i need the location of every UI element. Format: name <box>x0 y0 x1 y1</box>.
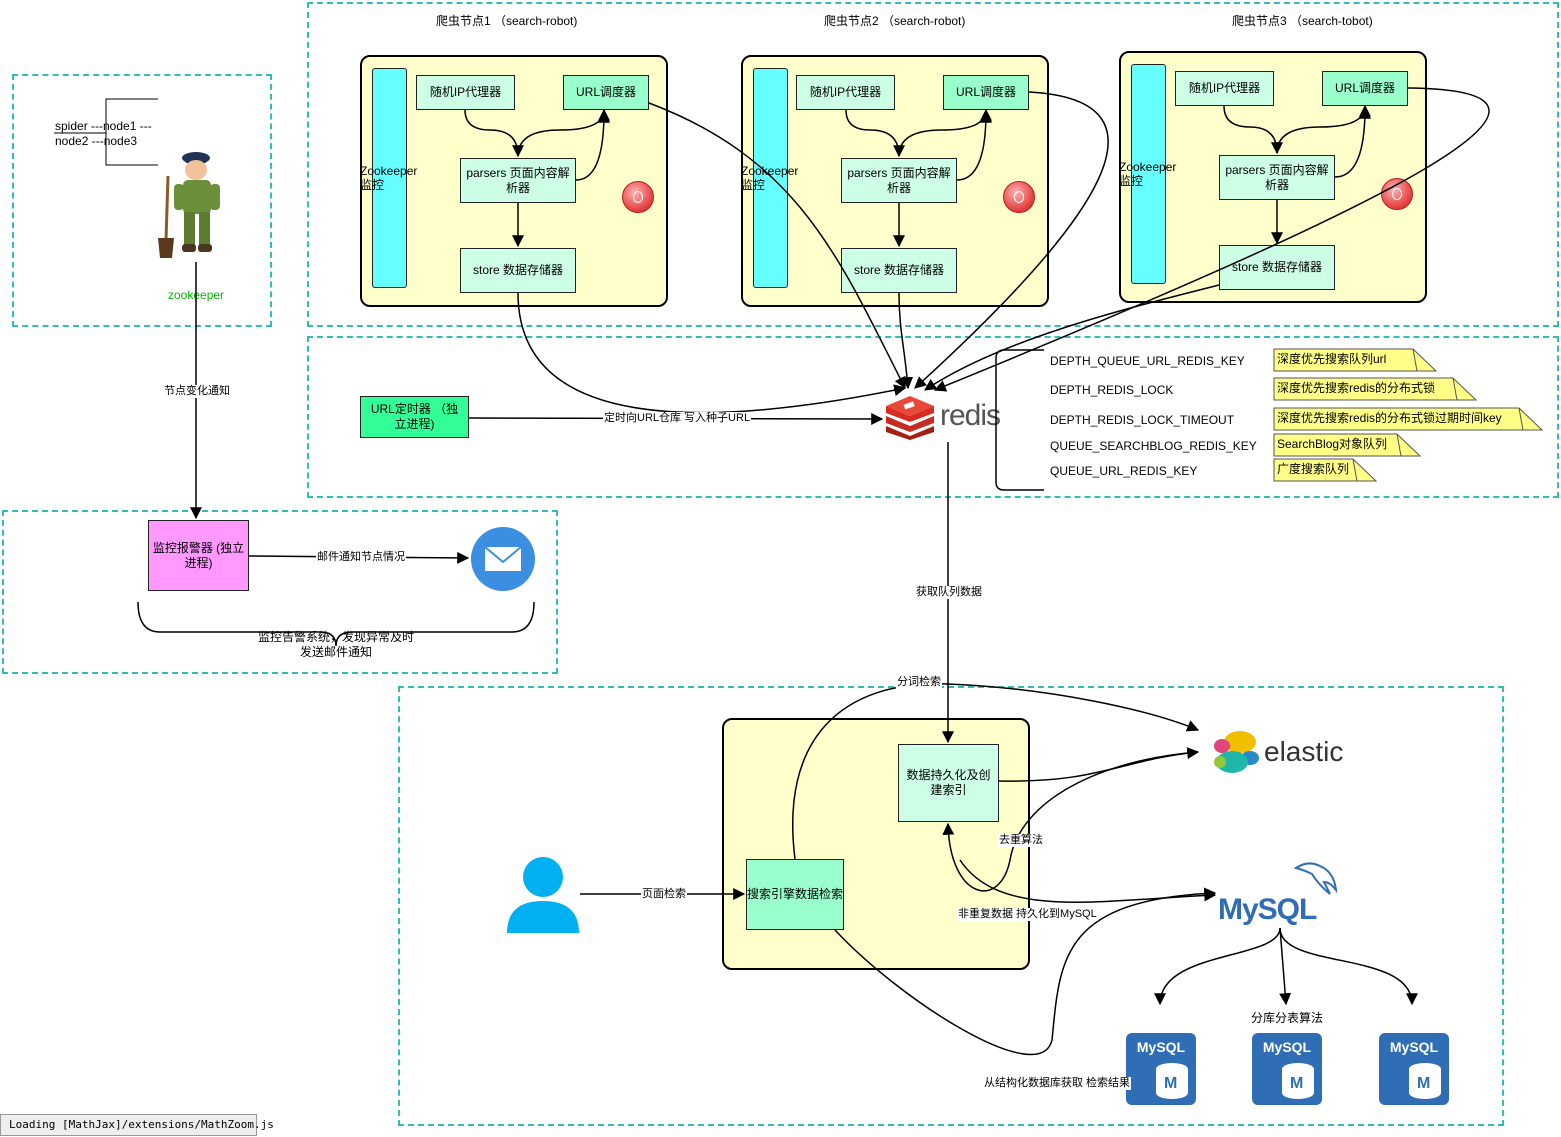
shard-label: 分库分表算法 <box>1250 1011 1325 1025</box>
persist-index-box[interactable]: 数据持久化及创建索引 <box>898 744 999 822</box>
mail-edge-label: 邮件通知节点情况 <box>316 551 406 564</box>
alarm-brace <box>137 601 535 647</box>
elastic-logo-text: elastic <box>1264 736 1344 767</box>
node1-zk-bar <box>372 68 407 288</box>
url-timer-box[interactable]: URL定时器 （独立进程) <box>360 396 469 438</box>
node1-title: 爬虫节点1 （search-robot) <box>436 14 578 28</box>
node3-store[interactable]: store 数据存储器 <box>1219 245 1335 290</box>
zookeeper-tree-bracket <box>54 98 158 166</box>
tokenize-edge-label: 分词检索 <box>896 676 942 689</box>
zookeeper-keeper-icon <box>158 152 220 258</box>
node1-spider-icon <box>622 181 654 213</box>
timer-edge-label: 定时向URL仓库 写入种子URL <box>603 412 752 425</box>
redis-key-name: QUEUE_SEARCHBLOG_REDIS_KEY <box>1050 439 1257 453</box>
node1-scheduler[interactable]: URL调度器 <box>563 75 649 110</box>
node2-store[interactable]: store 数据存储器 <box>841 248 957 293</box>
redis-key-description: 深度优先搜索队列url <box>1273 348 1437 372</box>
elastic-icon <box>1214 731 1259 773</box>
redis-key-name: DEPTH_QUEUE_URL_REDIS_KEY <box>1050 354 1245 368</box>
redis-key-name: QUEUE_URL_REDIS_KEY <box>1050 464 1198 478</box>
zookeeper-zone <box>12 74 272 327</box>
notify-edge-label: 节点变化通知 <box>163 385 231 398</box>
alarm-summary-line2: 发送邮件通知 <box>300 645 373 659</box>
node2-parser[interactable]: parsers 页面内容解析器 <box>841 158 957 203</box>
redis-key-description: 广度搜索队列 <box>1273 458 1377 482</box>
fetch-result-edge-label: 从结构化数据库获取 检索结果 <box>983 1077 1132 1090</box>
node1-zk-label: Zookeeper 监控 <box>360 164 418 192</box>
node3-proxy[interactable]: 随机IP代理器 <box>1175 71 1274 106</box>
node1-parser[interactable]: parsers 页面内容解析器 <box>460 158 576 203</box>
redis-key-description: 深度优先搜索redis的分布式锁 <box>1273 377 1477 401</box>
node3-scheduler[interactable]: URL调度器 <box>1322 71 1408 106</box>
redis-keys-bracket <box>995 349 1044 491</box>
node3-parser[interactable]: parsers 页面内容解析器 <box>1219 155 1335 200</box>
alarm-zone <box>2 510 558 674</box>
fetch-queue-label: 获取队列数据 <box>915 586 983 599</box>
node1-proxy[interactable]: 随机IP代理器 <box>416 75 515 110</box>
node1-store[interactable]: store 数据存储器 <box>460 248 576 293</box>
page-search-edge-label: 页面检索 <box>641 888 687 901</box>
redis-icon <box>886 396 934 440</box>
node2-zk-label: Zookeeper 监控 <box>741 164 799 192</box>
redis-key-description: SearchBlog对象队列 <box>1273 433 1421 457</box>
node2-proxy[interactable]: 随机IP代理器 <box>796 75 895 110</box>
node3-zk-label: Zookeeper 监控 <box>1119 160 1177 188</box>
dedup-edge-label: 去重算法 <box>998 834 1044 847</box>
mysql-dolphin-icon <box>1293 862 1338 895</box>
redis-key-name: DEPTH_REDIS_LOCK_TIMEOUT <box>1050 413 1235 427</box>
node2-spider-icon <box>1003 181 1035 213</box>
alarm-summary-line1: 监控告警系统，发现异常及时 <box>258 630 415 644</box>
node3-title: 爬虫节点3 （search-tobot) <box>1232 14 1373 28</box>
node2-title: 爬虫节点2 （search-robot) <box>824 14 966 28</box>
node3-spider-icon <box>1381 178 1413 210</box>
redis-key-name: DEPTH_REDIS_LOCK <box>1050 383 1174 397</box>
alarm-label: 监控报警器 (独立进程) <box>152 540 245 570</box>
nondup-edge-label: 非重复数据 持久化到MySQL <box>957 908 1098 921</box>
mail-icon <box>471 527 535 591</box>
user-icon <box>507 857 579 933</box>
node2-scheduler[interactable]: URL调度器 <box>943 75 1029 110</box>
zookeeper-tree-line1: spider ---node1 --- <box>55 119 152 133</box>
status-bar: Loading [MathJax]/extensions/MathZoom.js <box>0 1114 274 1136</box>
mysql-logo-text: MySQL <box>1218 893 1317 926</box>
redis-key-description: 深度优先搜索redis的分布式锁过期时间key <box>1273 407 1543 431</box>
search-engine-box[interactable]: 搜索引擎数据检索 <box>746 859 844 930</box>
zookeeper-tree-line2: node2 ---node3 <box>55 134 138 148</box>
redis-logo-text: redis <box>940 399 1001 432</box>
zookeeper-caption: zookeeper <box>168 288 225 302</box>
alarm-box[interactable]: 监控报警器 (独立进程) <box>148 520 249 591</box>
